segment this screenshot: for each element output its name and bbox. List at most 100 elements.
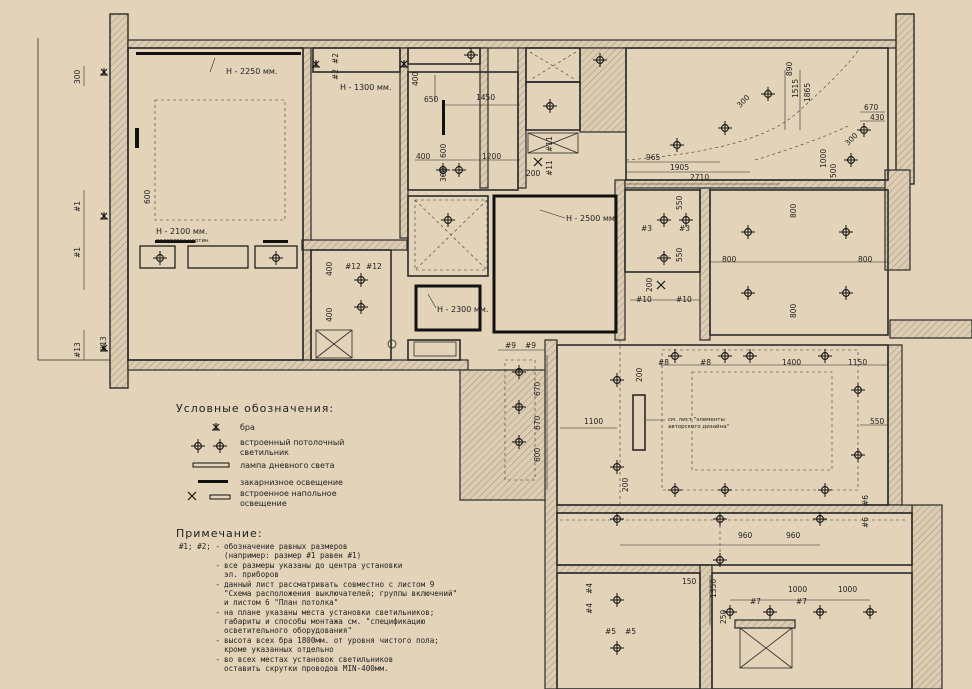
svg-text:400: 400: [325, 261, 334, 276]
fluorescent-lamps: [135, 52, 646, 451]
note-text: данный лист рассматривать совместно с ли…: [224, 580, 458, 607]
svg-text:600: 600: [439, 143, 448, 158]
svg-text:1400: 1400: [782, 358, 801, 367]
svg-text:#7: #7: [750, 597, 761, 606]
label-h2250: Н - 2250 мм.: [226, 67, 278, 76]
svg-text:1100: 1100: [584, 417, 603, 426]
svg-text:#3: #3: [641, 224, 652, 233]
note-text: высота всех бра 1800мм. от уровня чистог…: [224, 636, 439, 654]
svg-text:300: 300: [439, 167, 448, 182]
svg-text:800: 800: [789, 203, 798, 218]
svg-text:800: 800: [789, 303, 798, 318]
note-item: -все размеры указаны до центра установки…: [160, 561, 490, 579]
svg-text:#6: #6: [861, 517, 870, 528]
svg-text:600: 600: [143, 189, 152, 204]
cornice-light-icon: [198, 480, 228, 483]
svg-text:650: 650: [424, 95, 439, 104]
svg-text:#10: #10: [676, 295, 692, 304]
svg-text:1515: 1515: [791, 79, 800, 98]
note-marker: -: [215, 580, 220, 589]
label-design-ref-1: см. лист "элементы: [668, 417, 725, 423]
svg-text:1350: 1350: [709, 579, 718, 598]
svg-text:300: 300: [73, 69, 82, 84]
svg-text:200: 200: [621, 477, 630, 492]
svg-text:#13: #13: [73, 342, 82, 358]
note-marker: -: [215, 655, 220, 664]
notes-list: #1; #2; - обозначение равных размеров(нап…: [160, 542, 490, 673]
note-marker: -: [215, 561, 220, 570]
svg-text:#11: #11: [545, 136, 554, 152]
svg-text:250: 250: [719, 609, 728, 624]
label-h2300: Н - 2300 мм.: [437, 305, 489, 314]
leader-h2500: [539, 209, 566, 219]
svg-text:#2: #2: [331, 53, 340, 64]
svg-text:400: 400: [411, 71, 420, 86]
note-text: на плане указаны места установки светиль…: [224, 608, 435, 635]
recessed-ceiling-light-icon: [190, 438, 206, 454]
svg-text:200: 200: [526, 169, 541, 178]
svg-text:500: 500: [829, 163, 838, 178]
svg-text:#13: #13: [99, 336, 108, 352]
svg-text:#8: #8: [658, 358, 669, 367]
note-text: обозначение равных размеров(например: ра…: [224, 542, 362, 560]
svg-text:1865: 1865: [803, 83, 812, 102]
svg-text:1450: 1450: [476, 93, 495, 102]
notes-title: Примечание:: [176, 527, 263, 540]
floor-light-icon: [187, 491, 197, 501]
svg-text:670: 670: [533, 381, 542, 396]
leader-h2250: [209, 57, 216, 73]
svg-text:1905: 1905: [670, 163, 689, 172]
svg-text:800: 800: [858, 255, 873, 264]
svg-text:1000: 1000: [838, 585, 857, 594]
notes: Примечание: #1; #2; - обозначение равных …: [160, 527, 490, 673]
svg-text:#12: #12: [345, 262, 361, 271]
svg-text:#1: #1: [73, 247, 82, 258]
note-marker: #1; #2; -: [178, 542, 220, 551]
room-outlines: [127, 47, 913, 689]
svg-text:#3: #3: [679, 224, 690, 233]
dimension-lines: [83, 66, 888, 625]
legend-title: Условные обозначения:: [176, 402, 334, 415]
svg-text:2710: 2710: [690, 173, 709, 182]
svg-text:600: 600: [533, 447, 542, 462]
svg-text:1150: 1150: [848, 358, 867, 367]
svg-text:670: 670: [533, 415, 542, 430]
svg-text:1000: 1000: [819, 149, 828, 168]
svg-text:#9: #9: [525, 341, 536, 350]
svg-text:#12: #12: [366, 262, 382, 271]
svg-text:1000: 1000: [788, 585, 807, 594]
svg-text:#7: #7: [796, 597, 807, 606]
svg-text:#5: #5: [625, 627, 636, 636]
svg-text:#4: #4: [585, 583, 594, 594]
legend: Условные обозначения: бра встроенный пот…: [176, 402, 345, 508]
note-marker: -: [215, 608, 220, 617]
legend-item-fluorescent: лампа дневного света: [240, 461, 335, 470]
room-h2500: [492, 194, 618, 334]
svg-text:#4: #4: [585, 603, 594, 614]
svg-text:#5: #5: [605, 627, 616, 636]
svg-text:200: 200: [645, 277, 654, 292]
svg-text:200: 200: [635, 367, 644, 382]
svg-text:#10: #10: [636, 295, 652, 304]
svg-text:#11: #11: [545, 160, 554, 176]
label-h2100: Н - 2100 мм.: [156, 227, 208, 236]
svg-text:550: 550: [675, 247, 684, 262]
legend-item-ceiling-light: встроенный потолочный светильник: [240, 438, 345, 457]
svg-text:300: 300: [843, 131, 860, 148]
legend-item-floor-light: встроенное напольное освещение: [240, 489, 337, 508]
outlet-marker: [387, 339, 397, 349]
svg-text:430: 430: [870, 113, 885, 122]
svg-text:#8: #8: [700, 358, 711, 367]
fluorescent-lamp-icon: [192, 462, 230, 468]
svg-text:400: 400: [325, 307, 334, 322]
door-swings: [315, 132, 793, 669]
svg-text:890: 890: [785, 61, 794, 76]
leader-h2300: [427, 293, 437, 309]
svg-text:960: 960: [738, 531, 753, 540]
legend-item-sconce: бра: [240, 423, 255, 432]
svg-text:1200: 1200: [482, 152, 501, 161]
room-h2300: [414, 284, 482, 332]
